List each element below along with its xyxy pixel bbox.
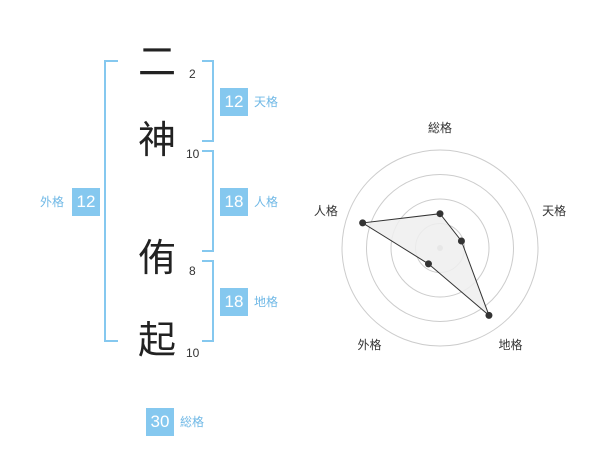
radar-point-5 [359, 219, 367, 227]
radar-axis-label-3: 地格 [498, 337, 522, 352]
radar-point-1 [436, 210, 444, 218]
chikaku-bracket [202, 260, 214, 342]
soukaku-value: 30 [146, 408, 174, 436]
radar-ring-2 [390, 198, 490, 298]
tenkaku-label: 天格 [254, 95, 279, 109]
gaikaku-value: 12 [72, 188, 100, 216]
radar-point-2 [457, 237, 465, 245]
name-char-1: 二 [137, 40, 176, 84]
tenkaku-bracket [202, 60, 214, 142]
name-char-4: 起 [137, 318, 176, 362]
radar-axis-label-1: 総格 [428, 120, 452, 135]
radar-points [359, 210, 493, 319]
stroke-count-4: 10 [186, 346, 200, 360]
name-char-3: 侑 [137, 236, 176, 280]
jinkaku-bracket [202, 150, 214, 252]
radar-axis-label-4: 外格 [357, 337, 381, 352]
jinkaku-value: 18 [220, 188, 248, 216]
stroke-count-2: 10 [186, 147, 200, 161]
radar-axis-label-2: 天格 [542, 203, 566, 218]
soukaku-label: 総格 [180, 415, 205, 429]
radar-area [361, 213, 491, 318]
radar-axis-label-5: 人格 [314, 203, 338, 218]
radar-ring-3 [366, 174, 514, 322]
name-char-2: 神 [137, 118, 176, 162]
gaikaku-bracket [104, 60, 118, 342]
radar-point-4 [424, 260, 432, 268]
jinkaku-label: 人格 [254, 195, 279, 209]
radar-ring-4 [341, 149, 539, 347]
stroke-count-1: 2 [189, 67, 196, 81]
gaikaku-label: 外格 [40, 195, 65, 209]
chikaku-label: 地格 [254, 295, 279, 309]
tenkaku-value: 12 [220, 88, 248, 116]
chikaku-value: 18 [220, 288, 248, 316]
stroke-count-3: 8 [189, 264, 196, 278]
radar-point-3 [485, 311, 493, 319]
